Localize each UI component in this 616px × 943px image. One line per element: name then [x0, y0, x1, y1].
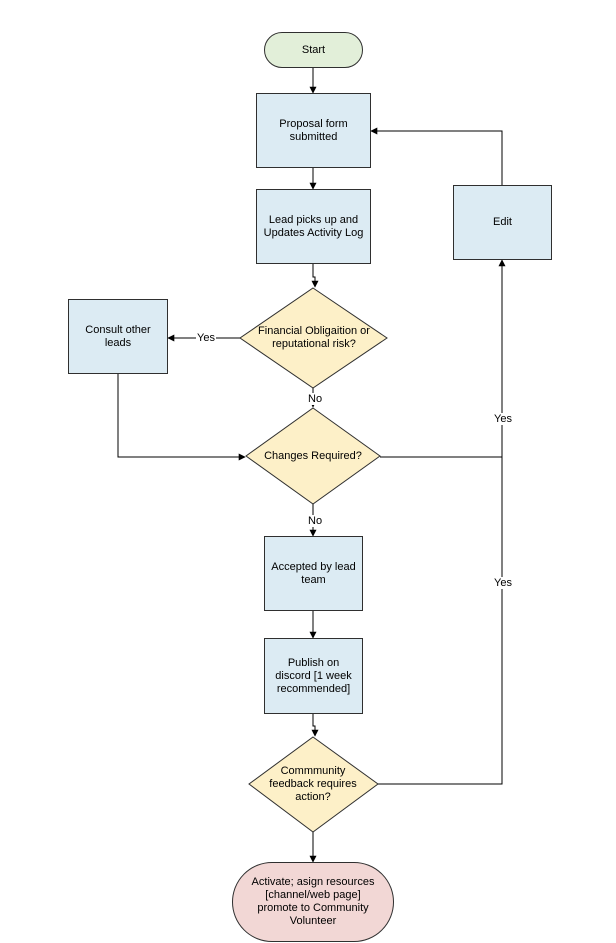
- edit-label: Edit: [493, 216, 512, 228]
- publish-label: Publish on discord [1 week recommended]: [275, 656, 352, 695]
- consult-leads-label: Consult other leads: [85, 323, 151, 349]
- changes-decision-text: Changes Required?: [258, 446, 368, 466]
- edit-box: Edit: [453, 185, 552, 260]
- publish-box: Publish on discord [1 week recommended]: [264, 638, 363, 714]
- start-terminal: Start: [264, 32, 363, 68]
- community-decision-text: Commmunity feedback requires action?: [266, 762, 360, 806]
- financial-decision-text: Financial Obligaition or reputational ri…: [254, 318, 374, 358]
- edge-label-changes-yes: Yes: [493, 413, 513, 425]
- start-label: Start: [301, 43, 326, 56]
- activate-terminal: Activate; asign resources [channel/web p…: [232, 862, 394, 942]
- edge-changes-yes: [380, 259, 506, 458]
- accepted-box: Accepted by lead team: [264, 536, 363, 611]
- financial-decision-label: Financial Obligaition or reputational ri…: [258, 325, 370, 350]
- accepted-label: Accepted by lead team: [271, 560, 356, 586]
- proposal-form-label: Proposal form submitted: [279, 117, 348, 143]
- community-decision-label: Commmunity feedback requires action?: [269, 764, 357, 803]
- lead-picks-up-label: Lead picks up and Updates Activity Log: [263, 213, 364, 239]
- proposal-form-box: Proposal form submitted: [256, 93, 371, 168]
- lead-picks-up-box: Lead picks up and Updates Activity Log: [256, 189, 371, 264]
- consult-leads-box: Consult other leads: [68, 299, 168, 374]
- edge-label-financial-yes: Yes: [196, 332, 216, 344]
- edge-community-yes: [378, 457, 503, 785]
- edge-publish-to-community: [311, 714, 319, 737]
- edge-lead-to-financial: [311, 264, 319, 288]
- edge-label-community-yes: Yes: [493, 577, 513, 589]
- edge-label-financial-no: No: [307, 393, 324, 405]
- edge-edit-to-proposal: [370, 127, 503, 185]
- edge-consult-to-changes: [117, 374, 246, 461]
- activate-label: Activate; asign resources [channel/web p…: [251, 876, 375, 927]
- changes-decision-label: Changes Required?: [264, 449, 362, 462]
- edge-label-changes-no: No: [307, 515, 324, 527]
